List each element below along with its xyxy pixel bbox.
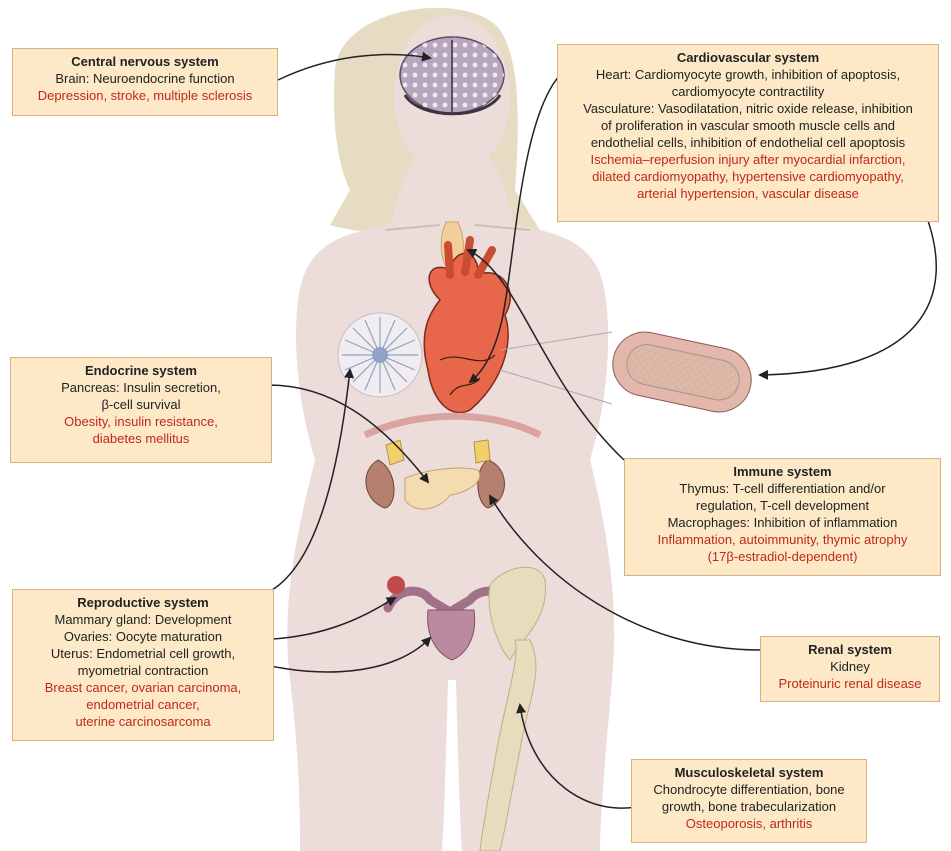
cns-title: Central nervous system [19,53,271,70]
endocrine-disease: Obesity, insulin resistance, [17,413,265,430]
endocrine-title: Endocrine system [17,362,265,379]
reproductive-function: Ovaries: Oocyte maturation [19,628,267,645]
musculo-disease: Osteoporosis, arthritis [638,815,860,832]
renal-disease: Proteinuric renal disease [767,675,933,692]
musculoskeletal-system-box: Musculoskeletal system Chondrocyte diffe… [631,759,867,843]
reproductive-disease: endometrial cancer, [19,696,267,713]
endocrine-function: β-cell survival [17,396,265,413]
cardio-function: cardiomyocyte contractility [564,83,932,100]
cns-diseases: Depression, stroke, multiple sclerosis [19,87,271,104]
cns-function: Brain: Neuroendocrine function [19,70,271,87]
central-nervous-system-box: Central nervous system Brain: Neuroendoc… [12,48,278,116]
reproductive-disease: uterine carcinosarcoma [19,713,267,730]
cardio-function: Vasculature: Vasodilatation, nitric oxid… [564,100,932,117]
immune-function: Thymus: T-cell differentiation and/or [631,480,934,497]
immune-function: Macrophages: Inhibition of inflammation [631,514,934,531]
cardio-function: endothelial cells, inhibition of endothe… [564,134,932,151]
musculo-function: Chondrocyte differentiation, bone [638,781,860,798]
cardio-function: Heart: Cardiomyocyte growth, inhibition … [564,66,932,83]
reproductive-function: Uterus: Endometrial cell growth, [19,645,267,662]
reproductive-function: myometrial contraction [19,662,267,679]
cardio-function: of proliferation in vascular smooth musc… [564,117,932,134]
musculo-function: growth, bone trabecularization [638,798,860,815]
brain [400,37,504,114]
renal-function: Kidney [767,658,933,675]
cardio-title: Cardiovascular system [564,49,932,66]
endocrine-system-box: Endocrine system Pancreas: Insulin secre… [10,357,272,463]
immune-disease: Inflammation, autoimmunity, thymic atrop… [631,531,934,548]
cardio-disease: arterial hypertension, vascular disease [564,185,932,202]
reproductive-title: Reproductive system [19,594,267,611]
renal-title: Renal system [767,641,933,658]
musculo-title: Musculoskeletal system [638,764,860,781]
cardio-disease: dilated cardiomyopathy, hypertensive car… [564,168,932,185]
reproductive-function: Mammary gland: Development [19,611,267,628]
cardio-disease: Ischemia–reperfusion injury after myocar… [564,151,932,168]
endocrine-disease: diabetes mellitus [17,430,265,447]
arrow-cardio-vessel [760,210,936,375]
endocrine-function: Pancreas: Insulin secretion, [17,379,265,396]
immune-title: Immune system [631,463,934,480]
mammary-gland [338,313,422,397]
reproductive-disease: Breast cancer, ovarian carcinoma, [19,679,267,696]
cardiovascular-system-box: Cardiovascular system Heart: Cardiomyocy… [557,44,939,222]
immune-function: regulation, T-cell development [631,497,934,514]
renal-system-box: Renal system Kidney Proteinuric renal di… [760,636,940,702]
immune-system-box: Immune system Thymus: T-cell differentia… [624,458,941,576]
reproductive-system-box: Reproductive system Mammary gland: Devel… [12,589,274,741]
immune-disease: (17β-estradiol-dependent) [631,548,934,565]
